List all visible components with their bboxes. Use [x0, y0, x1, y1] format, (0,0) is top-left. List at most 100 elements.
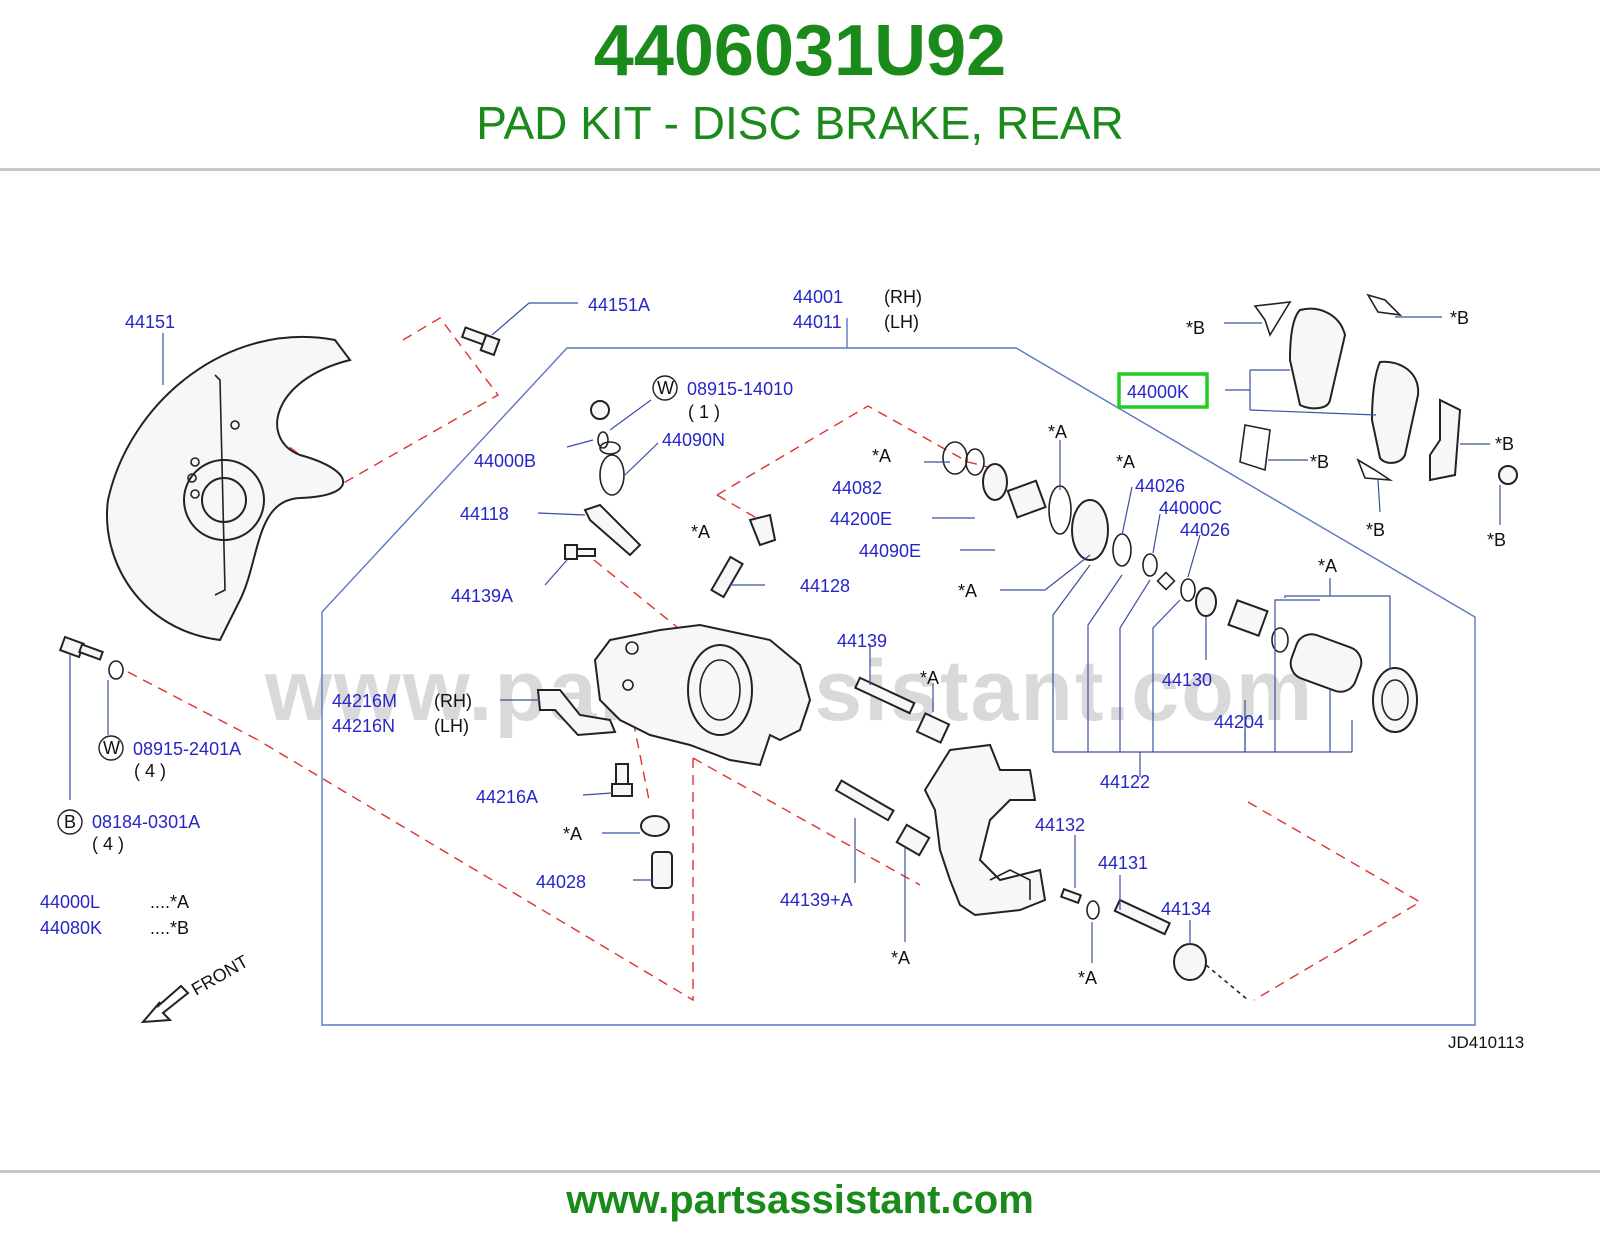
footer-url[interactable]: www.partsassistant.com: [566, 1178, 1034, 1222]
ref-b-6: *B: [1487, 530, 1506, 550]
front-arrow-icon: [140, 984, 190, 1024]
label-44216m[interactable]: 44216M: [332, 691, 397, 711]
label-44026-b[interactable]: 44026: [1180, 520, 1230, 540]
ref-a-1: *A: [872, 446, 891, 466]
washer-44134-part[interactable]: [1173, 943, 1207, 981]
label-44001[interactable]: 44001: [793, 287, 843, 307]
label-44028[interactable]: 44028: [536, 872, 586, 892]
label-08184-0301a-qty: ( 4 ): [92, 834, 124, 854]
label-44151[interactable]: 44151: [125, 312, 175, 332]
label-44128[interactable]: 44128: [800, 576, 850, 596]
label-44216m-side: (RH): [434, 691, 472, 711]
caliper-bracket-part[interactable]: [923, 743, 1047, 917]
part-description: PAD KIT - DISC BRAKE, REAR: [476, 97, 1124, 149]
ref-b-1: *B: [1186, 318, 1205, 338]
label-44131[interactable]: 44131: [1098, 853, 1148, 873]
label-44000l-ref: ....*A: [150, 892, 189, 912]
diagram-code: JD410113: [1448, 1033, 1524, 1052]
bolt-44139a-part[interactable]: [564, 544, 596, 560]
ref-badge-b: B: [57, 809, 83, 835]
ref-a-5: *A: [958, 581, 977, 601]
label-08915-14010-qty: ( 1 ): [688, 402, 720, 422]
ref-b-5: *B: [1366, 520, 1385, 540]
piston-seal-parts[interactable]: [942, 441, 1418, 733]
part-number-title: 4406031U92: [593, 11, 1007, 91]
label-08915-14010[interactable]: 08915-14010: [687, 379, 793, 399]
label-44011[interactable]: 44011: [793, 312, 842, 332]
label-08184-0301a[interactable]: 08184-0301A: [92, 812, 200, 832]
bolt-44216a-part[interactable]: [611, 763, 633, 797]
bolt-08184-part[interactable]: [58, 635, 104, 661]
bleeder-44128-part[interactable]: [710, 513, 777, 599]
brake-pad-upper[interactable]: [1288, 307, 1347, 410]
ref-a-9: *A: [891, 948, 910, 968]
dash-region-bracket: [257, 739, 694, 1002]
label-44132[interactable]: 44132: [1035, 815, 1085, 835]
guide-pin-44139a-part[interactable]: [834, 779, 931, 857]
label-44090e[interactable]: 44090E: [859, 541, 921, 561]
bolt-44131-part[interactable]: [1113, 898, 1172, 936]
ref-b-2: *B: [1450, 308, 1469, 328]
dash-washer-axis: [1199, 959, 1249, 1001]
pad-bolt-part[interactable]: [1498, 465, 1518, 485]
label-44026-a[interactable]: 44026: [1135, 476, 1185, 496]
leader-lines: [69, 302, 1501, 963]
label-44080k[interactable]: 44080K: [40, 918, 102, 938]
pin-44132-part[interactable]: [1059, 887, 1100, 920]
label-44000b[interactable]: 44000B: [474, 451, 536, 471]
splash-guard-part[interactable]: [106, 335, 352, 642]
label-44122[interactable]: 44122: [1100, 772, 1150, 792]
spring-44090n-part[interactable]: [590, 400, 625, 496]
label-44139a[interactable]: 44139A: [451, 586, 513, 606]
ref-a-10: *A: [1078, 968, 1097, 988]
label-44090n[interactable]: 44090N: [662, 430, 725, 450]
parts-diagram: www.partsassistant.com: [40, 287, 1524, 1052]
dash-region-pin: [1247, 801, 1422, 1001]
footer-divider: [0, 1170, 1600, 1173]
label-44000l[interactable]: 44000L: [40, 892, 100, 912]
label-44139[interactable]: 44139: [837, 631, 887, 651]
label-44216a[interactable]: 44216A: [476, 787, 538, 807]
dash-bolt-axis: [127, 671, 259, 741]
label-44011-side: (LH): [884, 312, 919, 332]
label-44200e[interactable]: 44200E: [830, 509, 892, 529]
label-44130[interactable]: 44130: [1162, 670, 1212, 690]
label-44216n[interactable]: 44216N: [332, 716, 395, 736]
page-header: 4406031U92 PAD KIT - DISC BRAKE, REAR: [0, 0, 1600, 170]
label-44000k[interactable]: 44000K: [1127, 382, 1189, 402]
label-44118[interactable]: 44118: [460, 504, 509, 524]
dash-caliper-axis-1: [593, 559, 694, 641]
label-08915-2401a-qty: ( 4 ): [134, 761, 166, 781]
boot-part[interactable]: [640, 815, 670, 837]
ref-a-3: *A: [1116, 452, 1135, 472]
label-44134[interactable]: 44134: [1161, 899, 1211, 919]
badge-w-text-2: W: [103, 738, 120, 758]
label-44151a[interactable]: 44151A: [588, 295, 650, 315]
cap-44028-part[interactable]: [651, 851, 673, 889]
washer-08915-part[interactable]: [108, 660, 124, 680]
badge-b-text: B: [64, 812, 76, 832]
brake-pad-lower[interactable]: [1370, 360, 1420, 464]
dash-piston-link: [716, 494, 761, 521]
caliper-lever-part[interactable]: [536, 689, 617, 737]
label-08915-2401a[interactable]: 08915-2401A: [133, 739, 241, 759]
ref-a-8: *A: [563, 824, 582, 844]
label-44001-side: (RH): [884, 287, 922, 307]
pad-clip-parts[interactable]: [1239, 293, 1403, 482]
guide-pin-44139-part[interactable]: [853, 676, 951, 744]
highlight-44000k[interactable]: 44000K: [1117, 372, 1209, 409]
ref-a-7: *A: [920, 668, 939, 688]
front-label: FRONT: [188, 951, 252, 999]
bolt-44151a-part[interactable]: [460, 326, 501, 357]
ref-b-3: *B: [1495, 434, 1514, 454]
lever-44118-part[interactable]: [583, 503, 642, 557]
ref-a-2: *A: [1048, 422, 1067, 442]
label-44082[interactable]: 44082: [832, 478, 882, 498]
label-44000c[interactable]: 44000C: [1159, 498, 1222, 518]
dash-pin-axis: [692, 757, 921, 886]
label-44080k-ref: ....*B: [150, 918, 189, 938]
label-44204[interactable]: 44204: [1214, 712, 1264, 732]
pad-shim-part[interactable]: [1429, 398, 1462, 482]
caliper-body-part[interactable]: [593, 623, 812, 767]
label-44139-plus-a[interactable]: 44139+A: [780, 890, 853, 910]
